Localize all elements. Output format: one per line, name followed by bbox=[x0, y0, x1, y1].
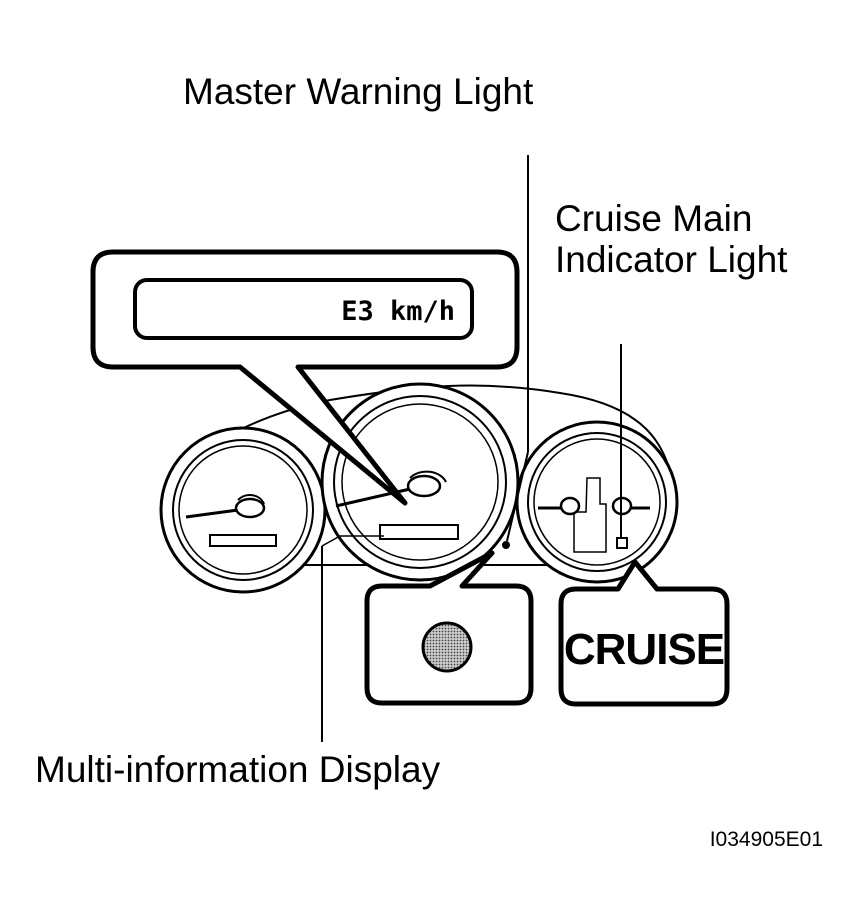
label-cruise-main-line2: Indicator Light bbox=[555, 239, 788, 280]
label-multi-info: Multi-information Display bbox=[35, 749, 441, 790]
master-warning-callout bbox=[364, 550, 534, 706]
multi-info-callout: E3 km/h bbox=[90, 249, 520, 506]
right-gauge bbox=[515, 420, 679, 584]
figure-id: I034905E01 bbox=[710, 828, 823, 851]
label-master-warning: Master Warning Light bbox=[183, 71, 534, 112]
warning-dot-icon bbox=[421, 621, 473, 673]
master-warning-lamp bbox=[502, 541, 510, 549]
label-cruise-main-line1: Cruise Main bbox=[555, 198, 752, 239]
cruise-indicator-lamp bbox=[616, 537, 628, 549]
lcd-readout: E3 km/h bbox=[341, 296, 455, 327]
multi-info-display-window bbox=[379, 524, 459, 540]
speedometer-gauge bbox=[320, 382, 520, 582]
cruise-text: CRUISE bbox=[564, 625, 724, 674]
lcd-screen bbox=[133, 278, 474, 340]
cruise-callout: CRUISE bbox=[558, 559, 730, 707]
left-gauge bbox=[159, 426, 327, 594]
master-warning-leader-diag bbox=[506, 451, 529, 542]
